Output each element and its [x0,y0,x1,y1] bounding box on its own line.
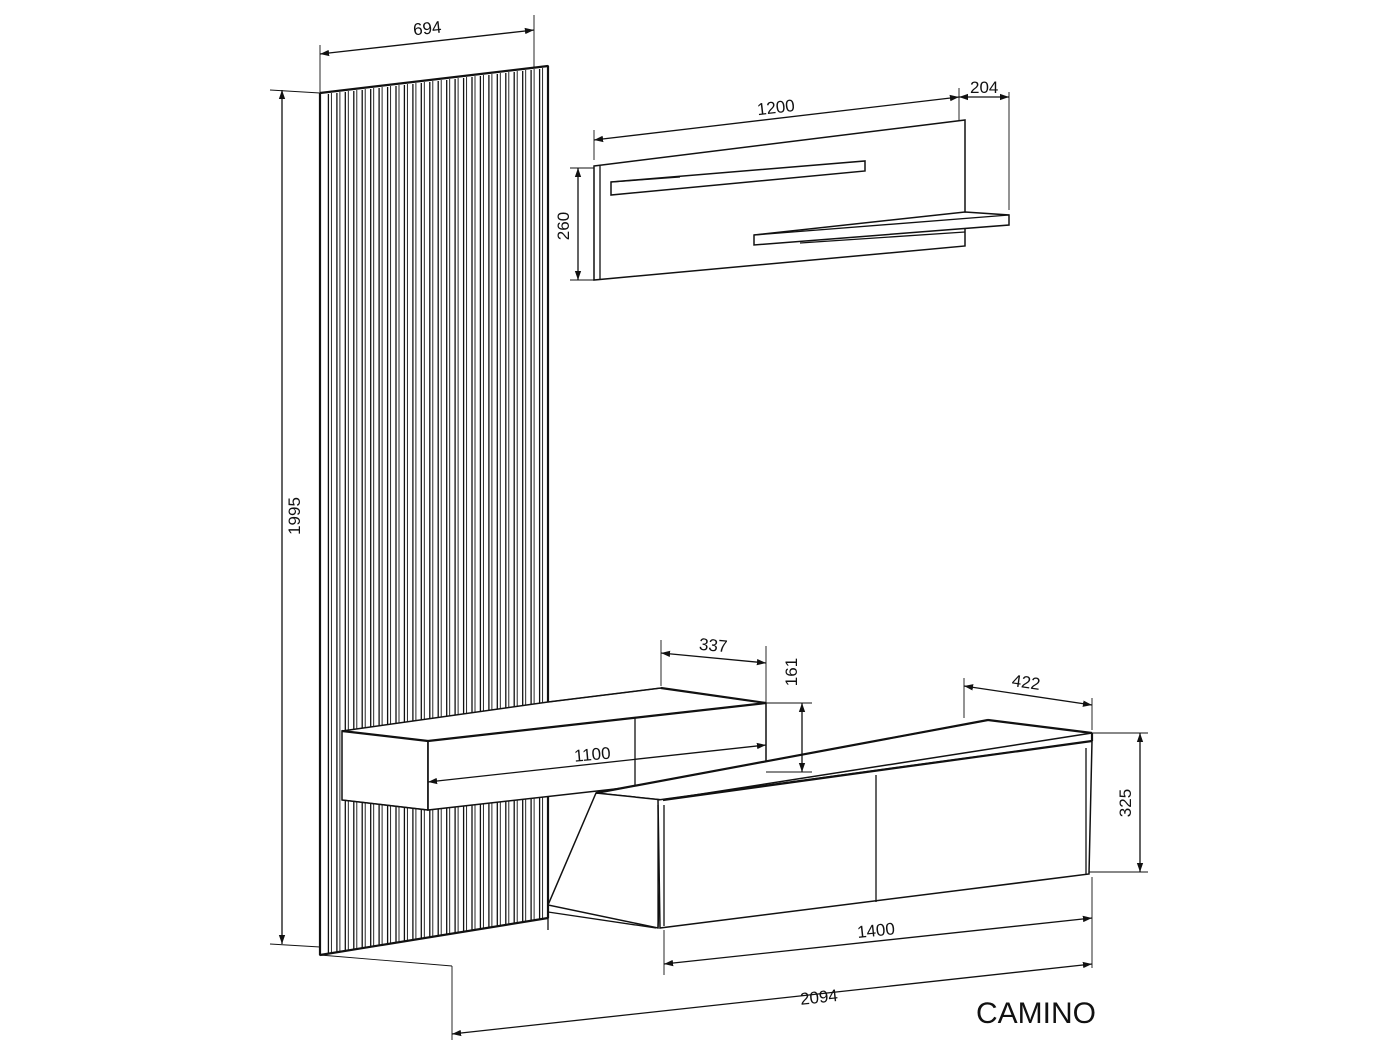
dim-cabinet-width: 1400 [856,919,896,942]
dim-drawer-width: 337 [698,635,728,656]
dim-panel-width: 694 [412,18,442,40]
dim-total-width: 2094 [799,986,839,1009]
wall-shelf-unit [593,119,1010,281]
dimension-labels: 694 1995 1200 204 260 337 161 1100 422 3… [285,18,1135,1009]
dim-drawer-height: 161 [782,658,801,686]
dim-shelf-width: 1200 [756,96,796,119]
dim-console-width: 1100 [573,744,611,766]
dimension-lines [269,15,1148,1040]
product-title: CAMINO [976,997,1096,1030]
dim-shelf-height: 260 [554,212,573,240]
slatted-wall-panel [318,64,550,957]
dim-panel-height: 1995 [285,497,304,535]
dim-shelf-depth: 204 [970,78,998,97]
dim-cabinet-height: 325 [1116,789,1135,817]
dim-cabinet-depth: 422 [1011,671,1042,694]
